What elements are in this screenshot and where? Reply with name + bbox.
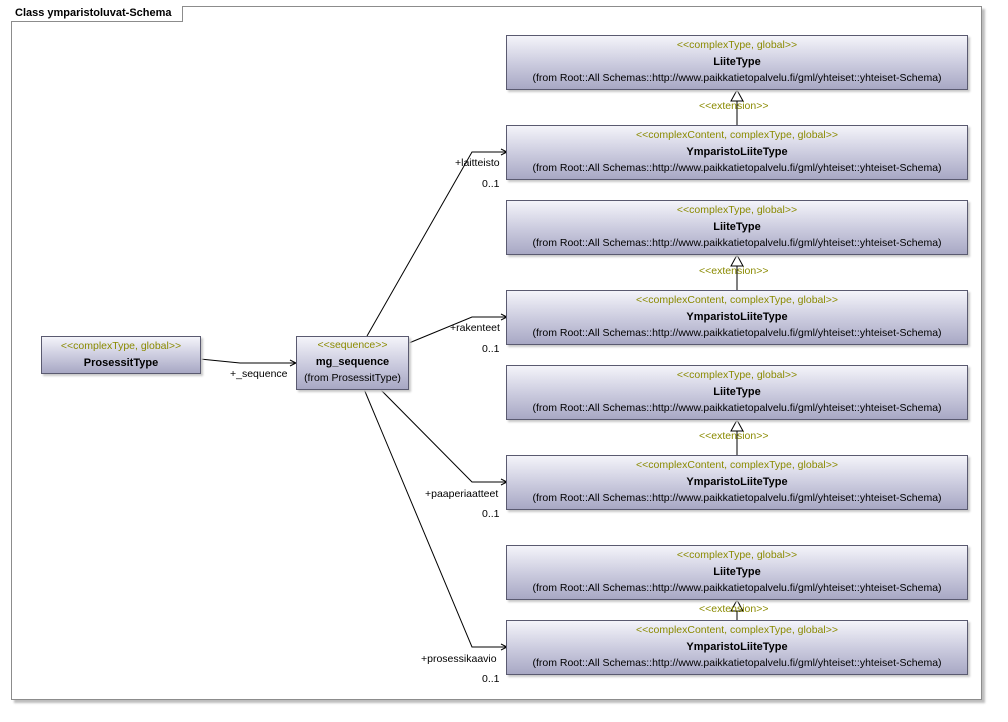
generalization-1 (730, 88, 744, 126)
class-stereotype: <<complexContent, complexType, global>> (636, 129, 838, 141)
liite-type-class[interactable]: <<complexType, global>> LiiteType (from … (506, 545, 968, 600)
class-from: (from Root::All Schemas::http://www.paik… (532, 582, 942, 594)
class-stereotype: <<complexType, global>> (676, 549, 798, 561)
role-label: +rakenteet (450, 322, 500, 334)
class-name: ProsessitType (83, 357, 159, 369)
class-stereotype: <<sequence>> (317, 339, 388, 351)
multiplicity-label: 0..1 (482, 673, 500, 685)
assoc-prosessikaavio (363, 388, 507, 648)
class-name: LiiteType (713, 221, 761, 233)
prosessit-type-class[interactable]: <<complexType, global>> ProsessitType (41, 336, 201, 374)
diagram-frame (11, 6, 982, 700)
class-name: YmparistoLiiteType (686, 641, 788, 653)
class-from: (from Root::All Schemas::http://www.paik… (532, 72, 942, 84)
generalization-2 (730, 253, 744, 291)
class-name: YmparistoLiiteType (686, 146, 788, 158)
role-label: +prosessikaavio (421, 653, 497, 665)
class-from: (from Root::All Schemas::http://www.paik… (532, 237, 942, 249)
class-from: (from ProsessitType) (304, 372, 401, 384)
role-label: +paaperiaatteet (425, 488, 499, 500)
multiplicity-label: 0..1 (482, 343, 500, 355)
liite-type-class[interactable]: <<complexType, global>> LiiteType (from … (506, 200, 968, 255)
class-stereotype: <<complexContent, complexType, global>> (636, 294, 838, 306)
mg-sequence-class[interactable]: <<sequence>> mg_sequence (from Prosessit… (296, 336, 409, 390)
frame-title: Class ymparistoluvat-Schema (11, 6, 183, 22)
class-stereotype: <<complexType, global>> (676, 369, 798, 381)
class-stereotype: <<complexType, global>> (676, 39, 798, 51)
class-stereotype: <<complexType, global>> (60, 340, 182, 352)
multiplicity-label: 0..1 (482, 178, 500, 190)
multiplicity-label: 0..1 (482, 508, 500, 520)
liite-type-class[interactable]: <<complexType, global>> LiiteType (from … (506, 365, 968, 420)
class-stereotype: <<complexType, global>> (676, 204, 798, 216)
generalization-3 (730, 418, 744, 456)
class-name: LiiteType (713, 566, 761, 578)
class-from: (from Root::All Schemas::http://www.paik… (532, 492, 942, 504)
ymparisto-liite-type-class[interactable]: <<complexContent, complexType, global>> … (506, 455, 968, 510)
liite-type-class[interactable]: <<complexType, global>> LiiteType (from … (506, 35, 968, 90)
extension-label: <<extension>> (699, 430, 769, 442)
role-label: +laitteisto (455, 157, 500, 169)
ymparisto-liite-type-class[interactable]: <<complexContent, complexType, global>> … (506, 290, 968, 345)
extension-label: <<extension>> (699, 603, 769, 615)
class-from: (from Root::All Schemas::http://www.paik… (532, 402, 942, 414)
extension-label: <<extension>> (699, 100, 769, 112)
assoc-laitteisto (366, 151, 507, 337)
class-from: (from Root::All Schemas::http://www.paik… (532, 327, 942, 339)
class-name: YmparistoLiiteType (686, 476, 788, 488)
sequence-role-label: +_sequence (230, 368, 288, 380)
class-from: (from Root::All Schemas::http://www.paik… (532, 657, 942, 669)
class-name: YmparistoLiiteType (686, 311, 788, 323)
class-name: LiiteType (713, 56, 761, 68)
ymparisto-liite-type-class[interactable]: <<complexContent, complexType, global>> … (506, 620, 968, 675)
ymparisto-liite-type-class[interactable]: <<complexContent, complexType, global>> … (506, 125, 968, 180)
class-stereotype: <<complexContent, complexType, global>> (636, 624, 838, 636)
class-name: mg_sequence (315, 356, 390, 368)
class-name: LiiteType (713, 386, 761, 398)
assoc-rakenteet (408, 316, 507, 344)
assoc-paaperiaatteet (379, 388, 507, 483)
class-stereotype: <<complexContent, complexType, global>> (636, 459, 838, 471)
class-from: (from Root::All Schemas::http://www.paik… (532, 162, 942, 174)
extension-label: <<extension>> (699, 265, 769, 277)
sequence-connector (199, 358, 296, 364)
generalization-4 (730, 598, 744, 621)
